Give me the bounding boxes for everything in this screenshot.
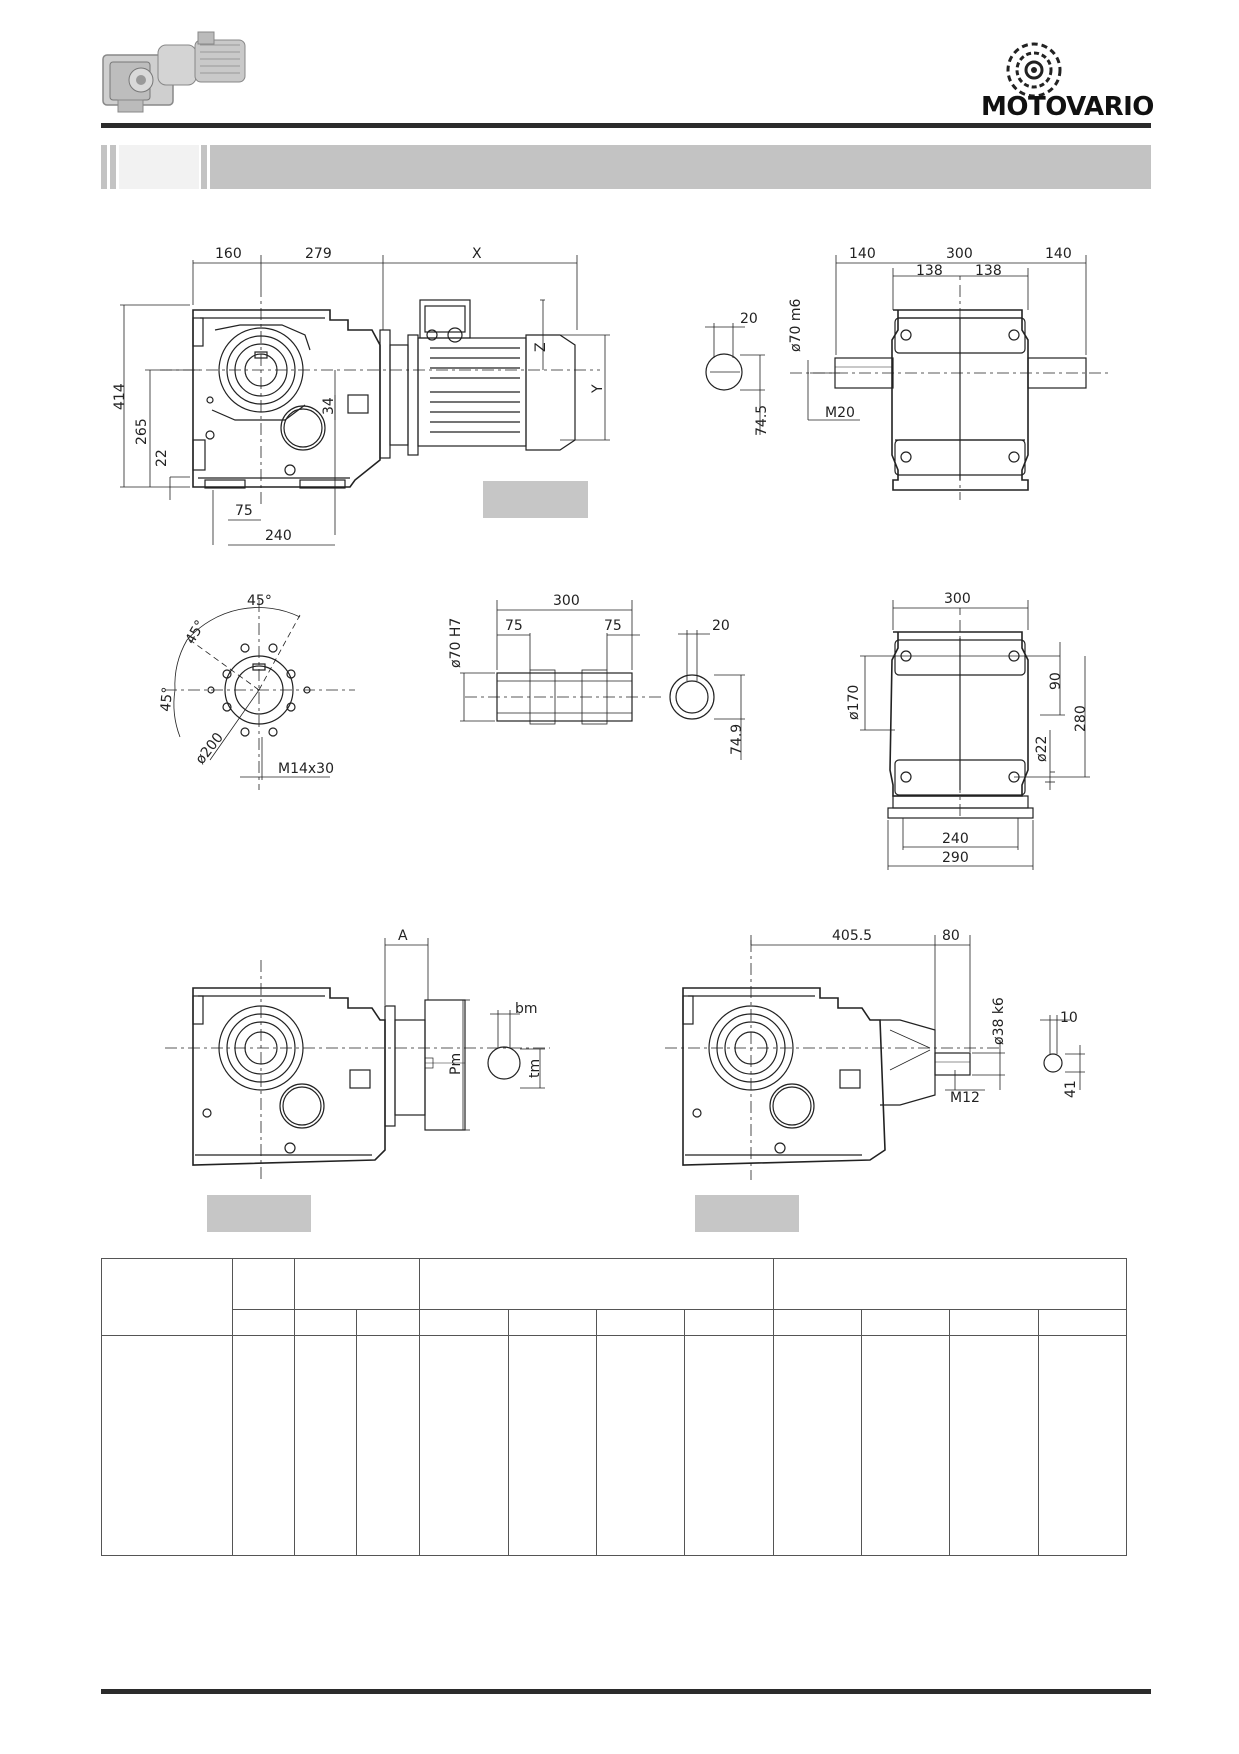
dim-22: 22	[154, 449, 170, 467]
table-cell	[101, 1335, 233, 1556]
table-header-cell	[231, 1258, 295, 1310]
dim-45-low: 45°	[158, 686, 176, 712]
view-flange-pattern	[165, 600, 355, 790]
view-gearmotor-side	[120, 255, 610, 546]
dim-45-mid: 45°	[183, 617, 209, 647]
table-header-cell	[419, 1258, 774, 1310]
dim-34: 34	[321, 397, 337, 415]
dim-41: 41	[1063, 1080, 1079, 1098]
dim-240-arm: 240	[942, 831, 969, 847]
table-subheader-cell	[772, 1309, 862, 1336]
dim-138-right: 138	[975, 263, 1002, 279]
table-cell	[1037, 1335, 1128, 1556]
table-subheader-cell	[684, 1309, 774, 1336]
dim-tm: tm	[527, 1059, 543, 1078]
view-torque-arm	[860, 600, 1090, 870]
table-subheader-cell	[595, 1309, 686, 1336]
dim-300-shaft: 300	[553, 593, 580, 609]
dim-74-5: 74.5	[754, 405, 770, 436]
motovario-logo-icon	[1006, 42, 1062, 98]
table-subheader-cell	[231, 1309, 295, 1336]
dim-75-right: 75	[604, 618, 622, 634]
dim-160: 160	[215, 246, 242, 262]
dim-75: 75	[235, 503, 253, 519]
dim-a: A	[398, 928, 408, 944]
dim-pm: Pm	[448, 1053, 464, 1075]
table-cell	[231, 1335, 295, 1556]
table-subheader-cell	[1037, 1309, 1128, 1336]
table-cell	[419, 1335, 509, 1556]
dim-90: 90	[1048, 672, 1064, 690]
table-header-row	[101, 1258, 1128, 1336]
dim-414: 414	[112, 383, 128, 410]
dim-140-left: 140	[849, 246, 876, 262]
dim-74-9: 74.9	[729, 724, 745, 755]
dim-input-diameter: ø38 k6	[991, 997, 1007, 1045]
table-cell	[949, 1335, 1039, 1556]
table-subheader-cell	[860, 1309, 951, 1336]
dim-z: Z	[533, 342, 549, 352]
view-input-shaft	[665, 935, 1085, 1180]
dim-bore-diameter: ø70 H7	[448, 618, 464, 668]
table-header-cell	[772, 1258, 1128, 1310]
dim-bm: bm	[515, 1001, 538, 1017]
dim-140-right: 140	[1045, 246, 1072, 262]
table-subheader-cell	[949, 1309, 1039, 1336]
footer-rule	[101, 1689, 1151, 1694]
dim-m14x30: M14x30	[278, 761, 334, 777]
placeholder-label-box-2	[207, 1195, 311, 1232]
dim-y: Y	[590, 384, 606, 394]
table-subheader-cell	[355, 1309, 421, 1336]
view-motor-adapter	[165, 938, 550, 1180]
dim-80: 80	[942, 928, 960, 944]
product-thumbnail	[102, 31, 246, 113]
dim-300: 300	[946, 246, 973, 262]
table-cell	[595, 1335, 686, 1556]
placeholder-label-box-3	[695, 1195, 799, 1232]
dim-20: 20	[740, 311, 758, 327]
table-subheader-cell	[507, 1309, 597, 1336]
dim-265: 265	[134, 418, 150, 445]
title-band	[101, 145, 1151, 189]
dim-290: 290	[942, 850, 969, 866]
dim-10: 10	[1060, 1010, 1078, 1026]
view-gearbox-front	[705, 255, 1110, 500]
dim-405-5: 405.5	[832, 928, 872, 944]
table-header-cell	[101, 1258, 233, 1336]
dim-20-shaft: 20	[712, 618, 730, 634]
dim-138-left: 138	[916, 263, 943, 279]
header-rule	[101, 123, 1151, 128]
dim-45-top: 45°	[247, 593, 272, 609]
table-cell	[772, 1335, 862, 1556]
table-subheader-cell	[293, 1309, 357, 1336]
table-cell	[293, 1335, 357, 1556]
table-cell	[507, 1335, 597, 1556]
table-cell	[860, 1335, 951, 1556]
dim-300-arm: 300	[944, 591, 971, 607]
dim-279: 279	[305, 246, 332, 262]
placeholder-label-box	[483, 481, 588, 518]
dim-shaft-diameter: ø70 m6	[788, 299, 804, 352]
brand-name: MOTOVARIO	[981, 92, 1154, 122]
table-cell	[355, 1335, 421, 1556]
dim-280: 280	[1073, 705, 1089, 732]
dim-75-left: 75	[505, 618, 523, 634]
table-subheader-row	[102, 1309, 1128, 1336]
dim-m12: M12	[950, 1090, 980, 1106]
table-header-cell	[293, 1258, 421, 1310]
dimensions-table	[101, 1258, 1128, 1556]
dim-m20: M20	[825, 405, 855, 421]
table-subheader-cell	[419, 1309, 509, 1336]
table-cell	[684, 1335, 774, 1556]
table-row	[101, 1335, 1128, 1556]
dim-22-hole: ø22	[1034, 736, 1050, 762]
dim-x: X	[472, 246, 482, 262]
view-hollow-shaft	[460, 600, 745, 760]
dim-170: ø170	[846, 685, 862, 720]
dim-200: ø200	[193, 730, 227, 768]
dim-240: 240	[265, 528, 292, 544]
